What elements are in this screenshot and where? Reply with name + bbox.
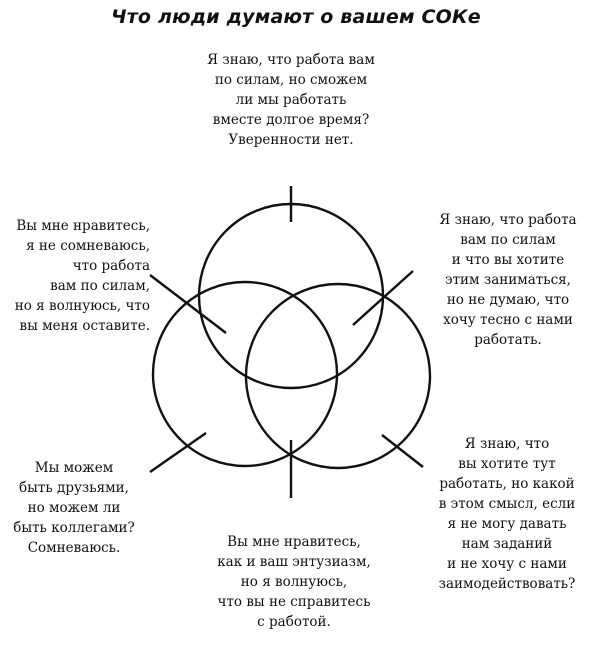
caption-line: быть коллегами? <box>13 520 135 536</box>
caption-line: Вы мне нравитесь, <box>227 534 361 550</box>
caption-line: вместе долгое время? <box>212 112 370 128</box>
pointer-lower-right <box>381 434 424 468</box>
circle-right <box>244 282 432 470</box>
caption-line: Вы мне нравитесь, <box>16 218 150 234</box>
caption-line: я не могу давать <box>447 516 567 532</box>
caption-line: и не хочу с нами <box>447 556 567 572</box>
caption-line: что вы не справитесь <box>217 594 371 610</box>
caption-line: в этом смысл, если <box>438 496 576 512</box>
caption-line: как и ваш энтузиазм, <box>217 554 371 570</box>
caption-line: по силам, но сможем <box>214 72 368 88</box>
pointer-lower-left <box>149 432 207 473</box>
caption-line: вы меня оставите. <box>19 318 151 334</box>
caption-line: я не сомневаюсь, <box>26 238 150 254</box>
caption-line: ли мы работать <box>235 92 347 108</box>
caption-line: но можем ли <box>27 500 121 516</box>
caption-top: Я знаю, что работа вам по силам, но смож… <box>186 50 396 150</box>
caption-line: что работа <box>72 258 150 274</box>
caption-line: работать. <box>474 332 542 348</box>
caption-line: работать, но какой <box>439 476 575 492</box>
diagram-title: Что люди думают о вашем СОКе <box>111 6 481 28</box>
caption-line: Я знаю, что работа вам <box>207 52 375 68</box>
pointer-upper-left <box>149 274 227 334</box>
caption-line: вы хотите тут <box>458 456 556 472</box>
caption-line: быть друзьями, <box>19 480 129 496</box>
caption-line: заимодействовать? <box>438 576 576 592</box>
caption-line: нам заданий <box>461 536 553 552</box>
caption-line: но я волнуюсь, что <box>14 298 150 314</box>
circle-left <box>151 280 339 468</box>
caption-line: и что вы хотите <box>451 252 565 268</box>
caption-line: но я волнуюсь, <box>240 574 348 590</box>
caption-upper-left: Вы мне нравитесь, я не сомневаюсь, что р… <box>0 216 150 336</box>
caption-line: Я знаю, что работа <box>439 212 577 228</box>
pointer-upper-right <box>352 270 414 326</box>
caption-line: но не думаю, что <box>446 292 570 308</box>
caption-line: Уверенности нет. <box>228 132 354 148</box>
caption-lower-left: Мы можем быть друзьями, но можем ли быть… <box>0 458 148 558</box>
caption-line: этим заниматься, <box>445 272 571 288</box>
caption-line: с работой. <box>257 614 331 630</box>
caption-line: Сомневаюсь. <box>27 540 121 556</box>
caption-line: вам по силам <box>460 232 556 248</box>
caption-lower-right: Я знаю, что вы хотите тут работать, но к… <box>424 434 590 594</box>
caption-upper-right: Я знаю, что работа вам по силам и что вы… <box>426 210 590 350</box>
caption-bottom: Вы мне нравитесь, как и ваш энтузиазм, н… <box>196 532 392 632</box>
caption-line: Я знаю, что <box>464 436 550 452</box>
caption-line: Мы можем <box>34 460 114 476</box>
caption-line: вам по силам, <box>50 278 150 294</box>
caption-line: хочу тесно с нами <box>443 312 573 328</box>
